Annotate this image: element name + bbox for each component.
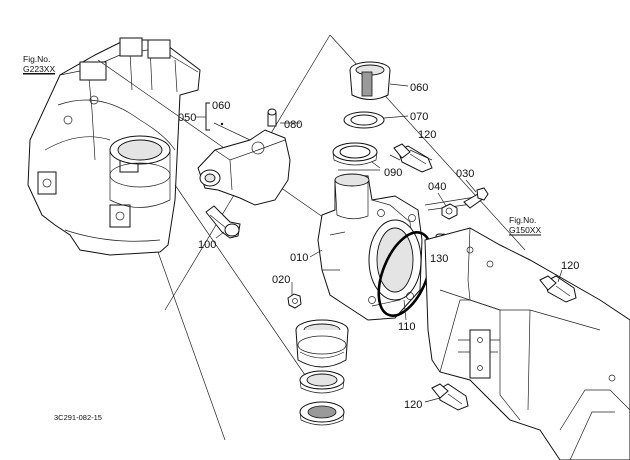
callout-110: 110 bbox=[398, 321, 416, 333]
o-ring-110-highlight bbox=[377, 231, 433, 317]
nut-040-part bbox=[441, 203, 458, 220]
right-axle-housing-assembly bbox=[424, 227, 630, 460]
grease-nipple-part bbox=[267, 108, 300, 127]
left-housing-assembly bbox=[27, 37, 201, 256]
callout-020: 020 bbox=[272, 274, 290, 286]
bolt-120-right-part bbox=[539, 275, 577, 303]
callout-040: 040 bbox=[428, 181, 446, 193]
callout-080: 080 bbox=[284, 119, 302, 131]
callout-060-upper: 060 bbox=[410, 82, 428, 94]
drawing-code: 3C291-082-15 bbox=[54, 413, 102, 422]
bolt-030-part bbox=[463, 187, 489, 209]
callout-090: 090 bbox=[384, 167, 402, 179]
callout-120-right: 120 bbox=[561, 260, 579, 272]
washer-070-part bbox=[343, 111, 385, 129]
lower-ring-part bbox=[299, 370, 345, 394]
callout-120-bottom: 120 bbox=[404, 399, 422, 411]
callout-060-lower: 060 bbox=[212, 100, 230, 112]
fig-ref-left-code: G223XX bbox=[23, 64, 55, 74]
plug-020-part bbox=[287, 293, 302, 309]
lower-bearing-part bbox=[295, 319, 349, 368]
bushing-060-part bbox=[349, 61, 391, 100]
lower-seal-part bbox=[299, 401, 345, 426]
callout-130: 130 bbox=[430, 253, 448, 265]
callout-120-upper: 120 bbox=[418, 129, 436, 141]
callout-100: 100 bbox=[198, 239, 216, 251]
fig-ref-right-label: Fig.No. bbox=[509, 215, 536, 225]
bolt-100-part bbox=[205, 205, 241, 239]
seal-090-part bbox=[332, 142, 378, 166]
bolt-120-bottom-part bbox=[431, 383, 469, 411]
callout-070: 070 bbox=[410, 111, 428, 123]
bolt-120-upper-part bbox=[393, 143, 433, 173]
callout-010: 010 bbox=[290, 252, 308, 264]
fig-ref-left-label: Fig.No. bbox=[23, 54, 50, 64]
bracket-050 bbox=[205, 102, 210, 131]
swing-arm-part bbox=[197, 129, 291, 206]
callout-050: 050 bbox=[178, 112, 196, 124]
callout-030: 030 bbox=[456, 168, 474, 180]
main-housing-010-part bbox=[317, 173, 423, 321]
fig-ref-right-code: G150XX bbox=[509, 225, 541, 235]
